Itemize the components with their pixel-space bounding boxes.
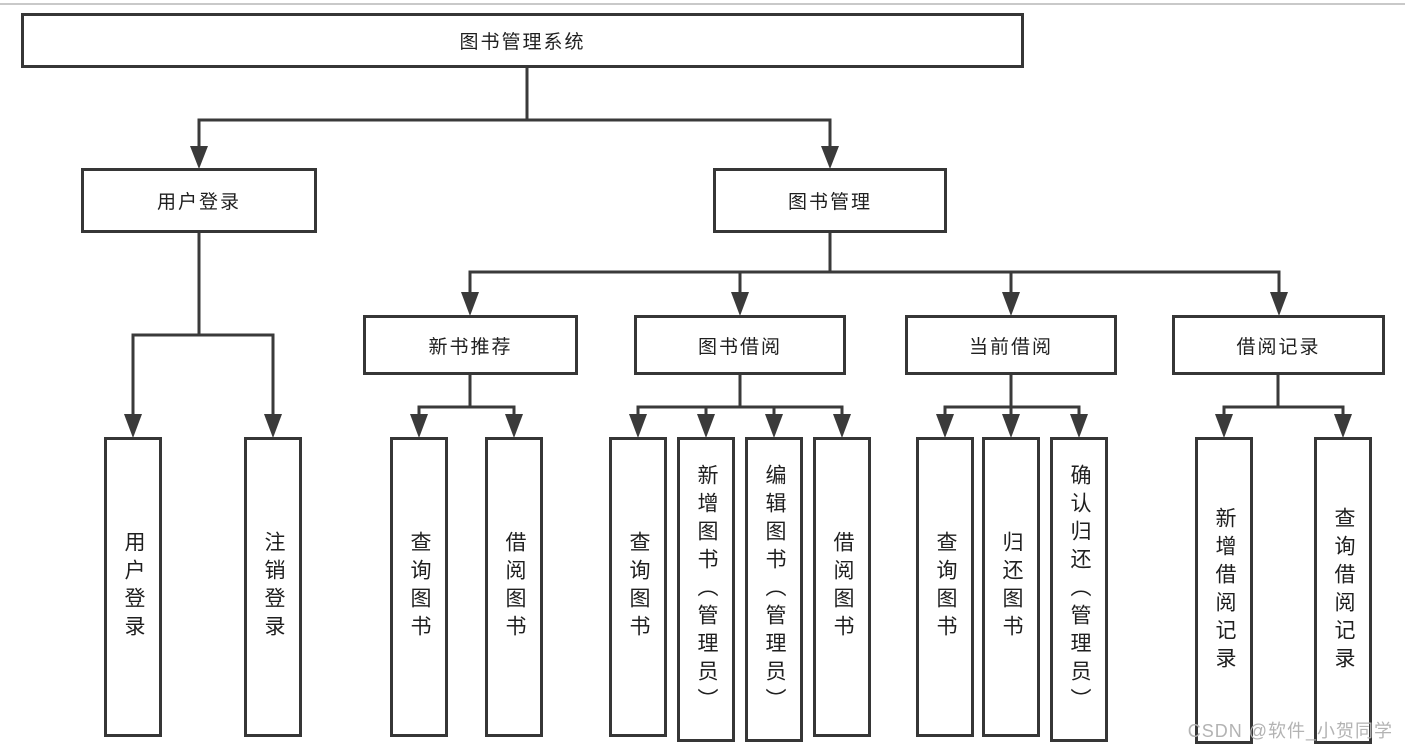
arrowhead [1334,414,1352,438]
node-borrowing-records: 借阅记录 [1172,315,1385,375]
leaf-br-add-record: 新增借阅记录 [1195,437,1253,744]
arrowhead [124,414,142,438]
wire-userlogin-to-leaves [131,232,275,416]
wire-curborrow-to-leaves [943,374,1081,417]
arrowhead [505,414,523,438]
arrowhead [821,146,839,169]
wire-root-to-level2 [197,67,832,148]
leaf-br-query-record: 查询借阅记录 [1314,437,1372,744]
arrowhead [461,292,479,316]
arrowhead [765,414,783,438]
watermark: CSDN @软件_小贺同学 [1187,721,1393,741]
node-user-login: 用户登录 [81,168,317,233]
wire-bookmgmt-to-level3 [468,232,1281,294]
arrowhead [410,414,428,438]
node-current-borrowing: 当前借阅 [905,315,1117,375]
leaf-logout-login: 注销登录 [244,437,302,737]
node-root: 图书管理系统 [21,13,1024,68]
leaf-cb-query-books: 查询图书 [916,437,974,737]
arrowhead [936,414,954,438]
wire-bookborrow-to-leaves [636,374,844,417]
leaf-cb-return-books: 归还图书 [982,437,1040,737]
leaf-bb-edit-books-admin: 编辑图书（管理员） [745,437,803,742]
arrowhead [1215,414,1233,438]
arrowhead [833,414,851,438]
leaf-cb-confirm-return-admin: 确认归还（管理员） [1050,437,1108,742]
wire-newrec-to-leaves [417,374,516,417]
top-divider [0,3,1405,5]
arrowhead [264,414,282,438]
arrowhead [697,414,715,438]
leaf-user-login: 用户登录 [104,437,162,737]
arrowhead [1002,414,1020,438]
node-book-borrowing: 图书借阅 [634,315,846,375]
leaf-rec-query-books: 查询图书 [390,437,448,737]
leaf-bb-borrow-books: 借阅图书 [813,437,871,737]
arrowhead [629,414,647,438]
arrowhead [1070,414,1088,438]
leaf-rec-borrow-books: 借阅图书 [485,437,543,737]
arrowhead [731,292,749,316]
leaf-bb-query-books: 查询图书 [609,437,667,737]
wire-records-to-leaves [1222,374,1345,417]
arrowhead [1270,292,1288,316]
leaf-bb-add-books-admin: 新增图书（管理员） [677,437,735,742]
arrowhead [190,146,208,169]
node-book-management: 图书管理 [713,168,947,233]
node-new-book-recommend: 新书推荐 [363,315,578,375]
arrowhead [1002,292,1020,316]
